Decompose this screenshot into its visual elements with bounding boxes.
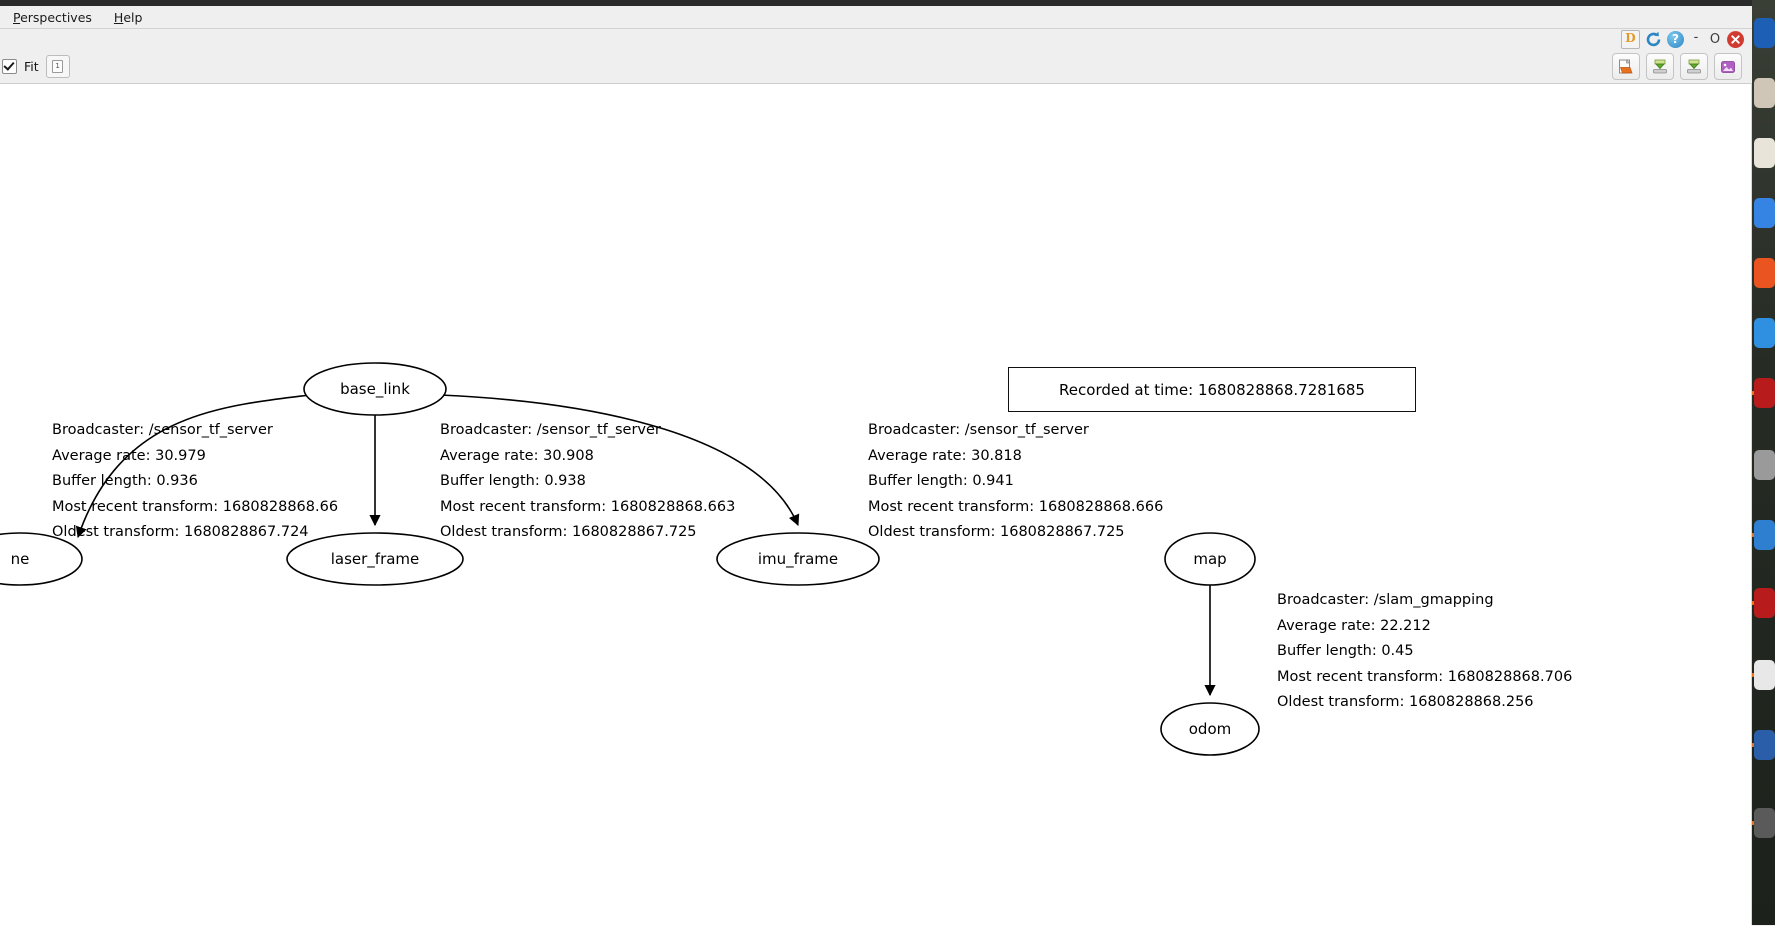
minimize-button[interactable]: - [1693, 29, 1699, 45]
tf-graph-svg: ne base_link laser_frame imu_frame map odom [0, 362, 1260, 756]
pdf-icon[interactable] [1754, 588, 1775, 618]
node-label: map [1193, 550, 1226, 568]
camera-icon[interactable] [1754, 138, 1775, 168]
edge-info-broadcaster: Broadcaster: /sensor_tf_server [868, 422, 1089, 438]
help-icon[interactable]: ? [1667, 30, 1684, 48]
graph-edge-base_link-to-imu_frame [439, 394, 800, 527]
meeting-icon[interactable] [1754, 730, 1775, 760]
edge-info-broadcaster: Broadcaster: /sensor_tf_server [52, 422, 273, 438]
dock-letter-icon[interactable]: D [1621, 29, 1640, 49]
ros-icon[interactable] [1754, 660, 1775, 690]
desktop-dock [1752, 0, 1775, 925]
node-label: base_link [340, 380, 410, 399]
dock-running-dot [1752, 533, 1755, 537]
export-image-button[interactable] [1714, 53, 1742, 80]
graph-edge-base_link-to-clipped [75, 394, 311, 539]
canvas-right-edge [1751, 83, 1752, 925]
vscode-icon[interactable] [1754, 520, 1775, 550]
firefox-icon[interactable] [1754, 18, 1775, 48]
dock-running-dot [1752, 391, 1755, 395]
window-titlebar-strip [0, 0, 1752, 6]
dock-running-dot [1752, 743, 1755, 747]
open-folder-button[interactable] [1612, 53, 1640, 80]
edge-info-average-rate: Average rate: 30.908 [440, 447, 594, 464]
settings-icon[interactable] [1754, 450, 1775, 480]
menu-help-label: elp [123, 9, 143, 25]
terminal-red-icon[interactable] [1754, 378, 1775, 408]
edge-info-broadcaster: Broadcaster: /slam_gmapping [1277, 592, 1494, 608]
save-button[interactable] [1646, 53, 1674, 80]
graph-node-odom[interactable]: odom [1160, 702, 1260, 756]
fit-checkbox[interactable] [2, 59, 17, 74]
graph-node-laser-frame[interactable]: laser_frame [286, 532, 464, 586]
menu-perspectives-label: erspectives [20, 9, 92, 25]
window-caption-controls: D ? - O [1621, 28, 1744, 50]
media-icon[interactable] [1754, 808, 1775, 838]
menu-perspectives[interactable]: Perspectives [13, 9, 92, 25]
dock-running-dot [1752, 821, 1755, 825]
help-circle-icon[interactable] [1754, 318, 1775, 348]
software-icon[interactable] [1754, 258, 1775, 288]
node-ellipse [716, 532, 880, 586]
graph-node-imu-frame[interactable]: imu_frame [716, 532, 880, 586]
graph-node-ne[interactable]: ne [0, 532, 83, 586]
node-ellipse [1160, 702, 1260, 756]
node-ellipse [303, 362, 447, 416]
close-icon[interactable] [1727, 30, 1744, 48]
edge-info-buffer-length: Buffer length: 0.45 [1277, 643, 1414, 659]
text-editor-icon[interactable] [1754, 198, 1775, 228]
dock-running-dot [1752, 601, 1755, 605]
node-label: laser_frame [331, 550, 420, 569]
edge-info-buffer-length: Buffer length: 0.941 [868, 473, 1014, 489]
fit-control-group: Fit 1 [2, 55, 70, 78]
menu-help[interactable]: Help [113, 9, 143, 25]
node-label: ne [11, 550, 30, 568]
edge-info-buffer-length: Buffer length: 0.938 [440, 473, 586, 489]
edge-info-most-recent: Most recent transform: 1680828868.66 [52, 498, 339, 515]
save-as-button[interactable] [1680, 53, 1708, 80]
edge-info-oldest: Oldest transform: 1680828868.256 [1277, 694, 1534, 710]
zoom-level-value: 1 [52, 60, 64, 73]
toolbar-right-buttons [1612, 53, 1742, 80]
files-icon[interactable] [1754, 78, 1775, 108]
graph-node-base-link[interactable]: base_link [303, 362, 447, 416]
refresh-icon[interactable] [1645, 31, 1662, 48]
tf-graph-canvas[interactable]: ne base_link laser_frame imu_frame map odom R… [0, 83, 1752, 926]
edge-info-average-rate: Average rate: 30.818 [868, 447, 1022, 464]
dock-running-dot [1752, 673, 1755, 677]
node-label: imu_frame [758, 550, 838, 569]
edge-info-oldest: Oldest transform: 1680828867.724 [52, 524, 309, 540]
edge-info-average-rate: Average rate: 22.212 [1277, 617, 1431, 634]
node-ellipse [286, 532, 464, 586]
fit-label: Fit [24, 59, 39, 74]
menu-bar: Perspectives Help [0, 6, 1752, 29]
edge-info-broadcaster: Broadcaster: /sensor_tf_server [440, 422, 661, 438]
edge-info-oldest: Oldest transform: 1680828867.725 [868, 524, 1125, 540]
maximize-button[interactable]: O [1709, 31, 1721, 47]
recorded-at-time-box: Recorded at time: 1680828868.7281685 [1008, 367, 1416, 412]
zoom-level-stepper[interactable]: 1 [45, 55, 70, 78]
edge-info-average-rate: Average rate: 30.979 [52, 447, 206, 464]
edge-info-buffer-length: Buffer length: 0.936 [52, 473, 198, 489]
graph-node-map[interactable]: map [1164, 532, 1256, 586]
edge-info-oldest: Oldest transform: 1680828867.725 [440, 524, 697, 540]
node-label: odom [1189, 720, 1232, 738]
edge-info-most-recent: Most recent transform: 1680828868.706 [1277, 668, 1573, 685]
node-ellipse [1164, 532, 1256, 586]
node-ellipse [0, 532, 83, 586]
edge-info-most-recent: Most recent transform: 1680828868.663 [440, 498, 736, 515]
toolbar: Fit 1 [0, 50, 1752, 84]
edge-info-most-recent: Most recent transform: 1680828868.666 [868, 498, 1164, 515]
